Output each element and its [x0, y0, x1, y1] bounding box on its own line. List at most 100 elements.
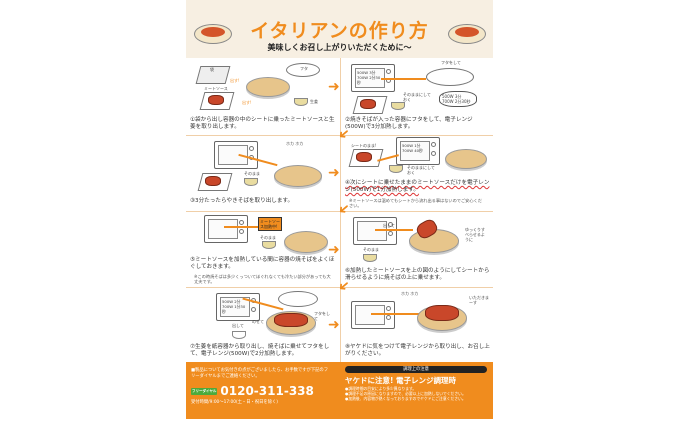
microwave-illustration [353, 217, 397, 245]
time-bubble: 500W 3分 700W 2分30秒 [439, 91, 477, 107]
arrow-icon [375, 229, 413, 231]
divider [186, 211, 493, 212]
next-arrow-icon: ➜ [328, 165, 340, 181]
lid-label: フタ [300, 66, 308, 71]
microwave-illustration [214, 141, 258, 169]
contact-note: ■製品についてお気付きの点がございましたら、お手数ですが下記のフリーダイヤルまで… [191, 368, 329, 379]
phone-text: 0120-311-338 [220, 384, 314, 398]
step-8: ホカ ホカ いただきまーす ⑧ヤケドに気をつけて電子レンジから取り出し、お召し上… [341, 287, 494, 363]
step-6: 出して ゆっくりすべらせるように そのまま ⑥加熱したミートソースを上の図のよう… [341, 211, 494, 287]
step-caption: ⑦生姜を紙容器から取り出し、焼そばに乗せてフタをして、電子レンジ(500W)で2… [190, 344, 330, 357]
freedial-badge: フリーダイヤル [191, 387, 218, 395]
put-label: のせて [252, 319, 264, 324]
microwave-display: 500W 1分 700W 40秒 [400, 141, 430, 161]
caution-item: ●調理時間の目安により多少異なります。 [345, 386, 417, 391]
step-note: ※ミートソースは温めてもシートから流れ出る事はないのでご安心ください。 [349, 198, 482, 208]
take-out-label: 出して [383, 223, 395, 228]
microwave-display: 500W 2分 700W 1分30秒 [220, 297, 250, 317]
page-subtitle: 美味しくお召し上がりいただくために〜 [267, 43, 412, 52]
noodle-plate [246, 77, 290, 97]
ginger-illustration [294, 98, 308, 106]
noodle-plate [445, 149, 487, 169]
microwave-illustration: 500W 2分 700W 1分30秒 [216, 293, 260, 321]
next-arrow-icon: ➜ [328, 317, 340, 333]
step-note: ※この時焼そばは多少くっついてほぐれなくても冷たい部分があっても大丈夫です。 [194, 274, 331, 284]
sauce-illustration [205, 176, 221, 186]
dish-illustration [448, 24, 486, 44]
sauce-illustration [360, 99, 376, 109]
caution-item: ●加熱後、内容物が熱くなっておりますのでヤケドにご注意ください。 [345, 396, 466, 401]
ginger-illustration [391, 102, 405, 110]
noodle-plate [274, 165, 322, 187]
step-caption: ⑤ミートソースを加熱している間に容器の焼そばをよくほぐしておきます。 [190, 257, 335, 270]
take-out-label: 出す! [242, 100, 252, 105]
ginger-illustration [389, 165, 403, 173]
next-arrow-icon: ➜ [328, 242, 340, 258]
take-out-label: 出して [232, 323, 244, 328]
step-3: ホカ ホカ そのまま ③3分たったらやきそばを取り出します。 [186, 135, 339, 211]
ginger-label: 生姜 [310, 99, 318, 104]
caution-list: ●調理時間の目安により多少異なります。 ●調理不足の原因になりますので、必要以上… [345, 386, 490, 401]
sauce-illustration [425, 305, 459, 321]
ginger-illustration [244, 178, 258, 186]
heating-badge: ミートソース加熱中! [258, 217, 282, 231]
ginger-illustration [262, 241, 276, 249]
leave-label: そのままにしておく [407, 165, 435, 175]
microwave-illustration [204, 215, 248, 243]
ginger-illustration [363, 254, 377, 262]
leave-label: そのままにしておく [403, 92, 431, 102]
arrow-icon [371, 313, 421, 315]
step-caption: ②焼きそばが入った容器にフタをして、電子レンジ(500W)で3分加熱します。 [345, 117, 473, 130]
sauce-illustration [356, 152, 372, 162]
step-2: 500W 3分 700W 2分30秒 フタをして 500W 3分 700W 2分… [341, 58, 494, 134]
step-caption: ⑧ヤケドに気をつけて電子レンジから取り出し、お召し上がりください。 [345, 344, 490, 357]
caution-title: ヤケドに注意! 電子レンジ調理時 [345, 376, 457, 385]
steam-label: ホカ ホカ [286, 141, 304, 146]
arrow-icon [224, 226, 258, 228]
eat-label: いただきまーす [469, 295, 489, 305]
leave-label: そのまま [244, 171, 260, 176]
business-hours: 受付時間/9:00〜17:00(土・日・祝日を除く) [191, 400, 278, 405]
lid-label: フタをして [441, 60, 461, 65]
page-title: イタリアンの作り方 [250, 20, 429, 42]
steam-label: ホカ ホカ [401, 291, 419, 296]
sauce-illustration [208, 95, 224, 105]
step-caption: ③3分たったらやきそばを取り出します。 [190, 198, 294, 204]
take-out-label: 出す! [230, 78, 240, 83]
phone-number: フリーダイヤル 0120-311-338 [191, 384, 314, 398]
covered-container [426, 68, 474, 86]
leave-label: そのまま [363, 247, 379, 252]
lid-illustration [278, 291, 318, 307]
step-caption: ①袋から出し容器の中のシートに乗ったミートソースと生姜を取り出します。 [190, 117, 335, 130]
caution-item: ●調理不足の原因になりますので、必要以上に加熱しないでください。 [345, 391, 466, 396]
divider [186, 287, 493, 288]
step-4: シートのまま! 500W 1分 700W 40秒 そのままにしておく ④次にシー… [341, 135, 494, 211]
next-arrow-icon: ➜ [328, 79, 340, 95]
footer: ■製品についてお気付きの点がございましたら、お手数ですが下記のフリーダイヤルまで… [186, 362, 493, 419]
microwave-illustration: 500W 1分 700W 40秒 [396, 137, 440, 165]
caution-header: 調理上の注意 [345, 366, 487, 373]
bag-label: 袋 [210, 67, 214, 72]
leave-label: そのまま [260, 235, 276, 240]
lid-label: フタをして [314, 311, 330, 321]
step-caption: ⑥加熱したミートソースを上の図のようにしてシートから滑らせるように焼そばの上に乗… [345, 268, 490, 281]
lid-illustration [286, 63, 320, 77]
sauce-label: ミートソース [204, 86, 228, 91]
sauce-illustration [274, 313, 308, 327]
header: イタリアンの作り方 美味しくお召し上がりいただくために〜 [186, 0, 493, 58]
step-7: 500W 2分 700W 1分30秒 フタをして 出して のせて ⑦生姜を紙容器… [186, 287, 339, 363]
dish-illustration [194, 24, 232, 44]
sheet-label: シートのまま! [351, 143, 377, 148]
microwave-illustration [351, 301, 395, 329]
instruction-sheet: イタリアンの作り方 美味しくお召し上がりいただくために〜 袋 フタ 出す! ミー… [186, 0, 493, 419]
divider [340, 58, 341, 362]
noodle-plate [284, 231, 328, 253]
microwave-display: 500W 3分 700W 2分30秒 [355, 68, 385, 88]
ginger-container [232, 331, 246, 339]
divider [186, 135, 493, 136]
step-1: 袋 フタ 出す! ミートソース 出す! 生姜 ①袋から出し容器の中のシートに乗っ… [186, 58, 339, 134]
slide-label: ゆっくりすべらせるように [465, 227, 485, 242]
step-caption: ④次にシートに乗せたままのミートソースだけを電子レンジ(500W)で1分加熱しま… [345, 180, 490, 193]
step-5: ミートソース加熱中! そのまま ⑤ミートソースを加熱している間に容器の焼そばをよ… [186, 211, 339, 287]
arrow-icon [381, 78, 426, 80]
